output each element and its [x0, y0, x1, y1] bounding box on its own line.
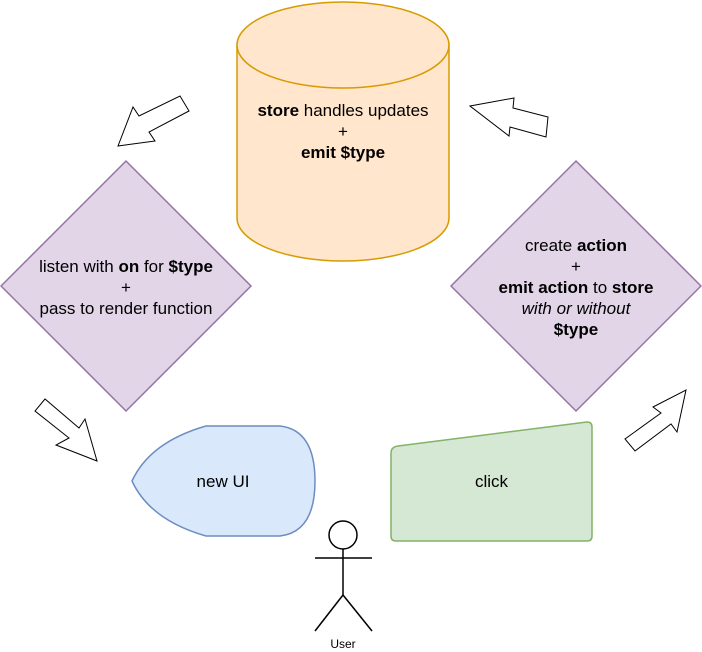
- listen-line-3: pass to render function: [39, 299, 213, 318]
- create-plus: +: [571, 257, 581, 276]
- listen-diamond[interactable]: [0, 159, 253, 413]
- create-action-diamond[interactable]: [449, 159, 702, 413]
- listen-line-1: listen with on for $type: [16, 256, 236, 277]
- store-keyword: store: [257, 101, 300, 120]
- listen-type-keyword: $type: [168, 257, 213, 276]
- flow-arrows: [34, 95, 687, 462]
- create-type-keyword: $type: [553, 320, 599, 339]
- create-with-or-without: with or without: [521, 299, 631, 318]
- listen-text-c: for: [139, 257, 169, 276]
- arrow-to-create: [624, 389, 687, 452]
- click-label: click: [474, 472, 509, 491]
- create-emit-action: emit action: [498, 278, 589, 297]
- create-line-5: $type: [476, 319, 676, 340]
- user-actor: [314, 520, 373, 632]
- new-ui-shape[interactable]: [131, 425, 316, 537]
- listen-on-keyword: on: [118, 257, 140, 276]
- arrow-to-new-ui: [34, 398, 98, 462]
- listen-label: listen with on for $type + pass to rende…: [16, 256, 236, 319]
- listen-text-a: listen with: [39, 257, 119, 276]
- store-label: store handles updates + emit $type: [237, 100, 449, 163]
- create-action-keyword: action: [576, 236, 628, 255]
- user-label: User: [330, 637, 356, 651]
- create-line-4: with or without: [476, 298, 676, 319]
- create-label: create action + emit action to store wit…: [476, 235, 676, 340]
- store-emit-type: emit $type: [300, 143, 386, 162]
- listen-plus: +: [121, 278, 131, 297]
- user-head: [328, 520, 358, 550]
- store-line-3: emit $type: [237, 142, 449, 163]
- click-shape[interactable]: [390, 421, 593, 542]
- store-cylinder[interactable]: [236, 1, 450, 262]
- store-plus: +: [338, 122, 348, 141]
- create-text-a: create: [524, 236, 577, 255]
- arrow-to-listen: [117, 95, 190, 147]
- store-line-1-rest: handles updates: [299, 101, 429, 120]
- create-line-1: create action: [476, 235, 676, 256]
- new-ui-label: new UI: [196, 472, 250, 491]
- arrow-to-store: [468, 97, 549, 138]
- create-store-keyword: store: [611, 278, 654, 297]
- create-to: to: [588, 278, 612, 297]
- create-line-3: emit action to store: [476, 277, 676, 298]
- store-line-1: store handles updates: [237, 100, 449, 121]
